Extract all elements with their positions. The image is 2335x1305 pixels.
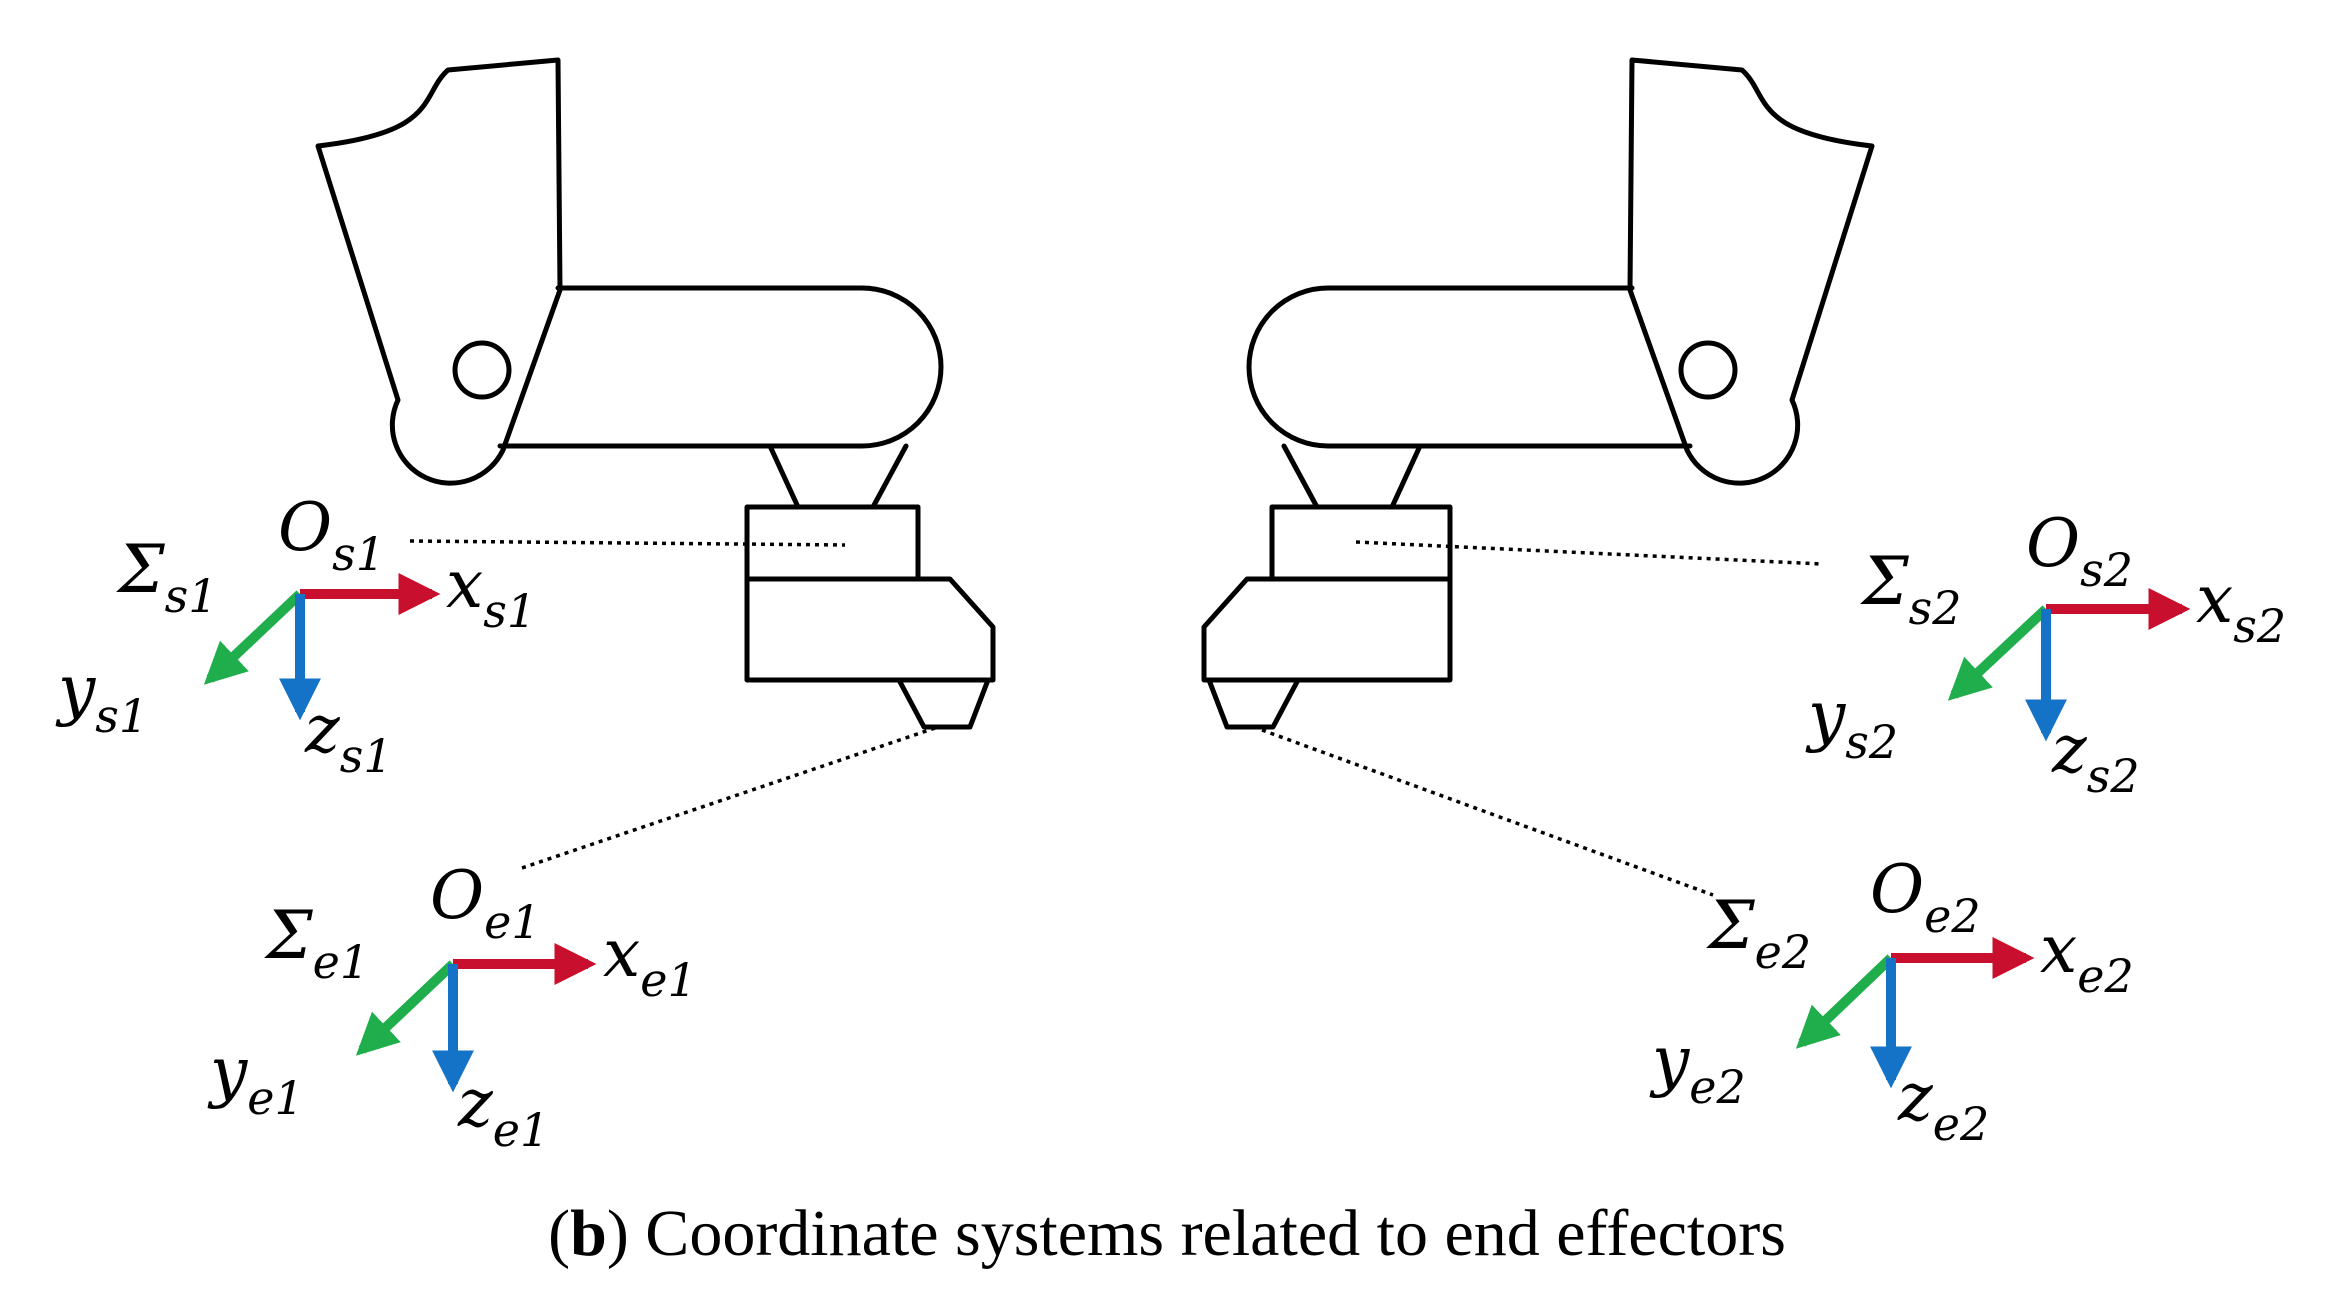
leader-lines [409,539,1823,897]
z-axis-label-e2: ze2 [1897,1059,1989,1151]
x-axis-label-s2: xs2 [2196,561,2286,653]
right-joint-circle [1678,340,1738,400]
y-axis-label-s2: ys2 [1805,677,1898,769]
y-axis-label-e2: ye2 [1649,1022,1746,1114]
sigma-label-e2: Σe2 [1706,887,1811,979]
origin-label-s1: Os1 [278,489,385,581]
right-wrist-neck [1281,443,1423,510]
left-forearm-link [497,285,944,449]
sigma-label-s1: Σs1 [116,531,218,623]
left-robot-arm [315,57,996,730]
origin-label-s2: Os2 [2026,505,2133,597]
caption-label: b [570,1197,607,1270]
left-gripper-body [744,576,996,683]
sigma-label-e1: Σe1 [264,897,369,989]
right-robot-arm [1201,57,1875,730]
origin-label-e2: Oe2 [1870,851,1981,943]
z-axis-label-e1: ze1 [457,1065,549,1157]
z-axis-label-s2: zs2 [2051,711,2140,803]
left-wrist-neck [767,443,909,510]
caption-open-paren: ( [548,1197,570,1270]
leader-s1 [409,539,846,547]
x-axis-label-s1: xs1 [446,546,536,638]
right-gripper-body [1201,576,1453,683]
right-wrist-block [1269,504,1453,582]
right-forearm-link [1246,285,1693,449]
left-joint-circle [452,340,512,400]
x-axis-label-e2: xe2 [2040,911,2134,1003]
frame-e2: Σe2 Oe2 xe2 ye2 ze2 [1649,851,2134,1151]
origin-label-e1: Oe1 [430,857,541,949]
y-axis-arrow-e1 [355,960,457,1056]
y-axis-label-s1: ys1 [55,651,148,743]
leader-s2 [1355,540,1823,566]
left-gripper-tip [896,677,991,730]
y-axis-arrow-s2 [1947,605,2050,701]
leader-e2 [1261,728,1714,897]
frame-s1: Σs1 Os1 xs1 ys1 zs1 [55,489,536,783]
y-axis-arrow-e2 [1795,954,1895,1049]
y-axis-label-e1: ye1 [207,1033,304,1125]
caption-text: ) Coordinate systems related to end effe… [607,1197,1786,1270]
leader-e1 [521,725,939,870]
frame-s2: Σs2 Os2 xs2 ys2 zs2 [1805,505,2286,803]
sigma-label-s2: Σs2 [1860,543,1962,635]
y-axis-arrow-s1 [203,590,304,685]
right-upper-link [1627,57,1875,486]
x-axis-label-e1: xe1 [603,915,697,1007]
frame-e1: Σe1 Oe1 xe1 ye1 ze1 [207,857,697,1157]
figure-caption: (b) Coordinate systems related to end ef… [548,1197,1786,1270]
left-upper-link [315,57,563,486]
z-axis-label-s1: zs1 [304,691,393,783]
right-gripper-tip [1206,677,1301,730]
